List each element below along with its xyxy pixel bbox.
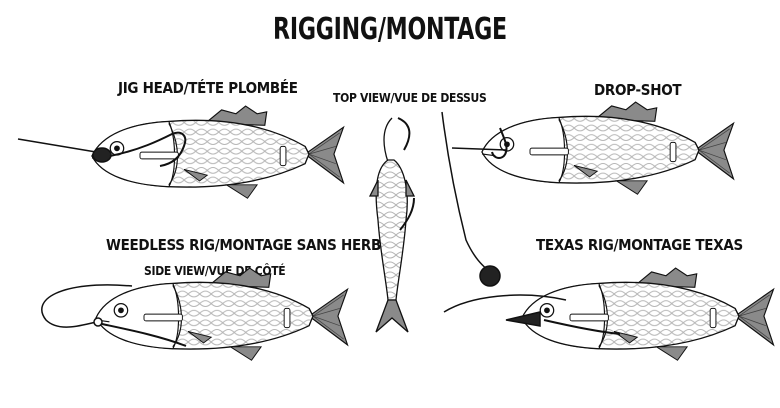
- diagram-title: RIGGING/MONTAGE: [273, 12, 507, 47]
- texas-rig-line: [443, 294, 621, 335]
- weedless-fish: [95, 267, 349, 361]
- texas-rig-label: TEXAS RIG/MONTAGE TEXAS: [536, 236, 743, 254]
- jig-head-label: JIG HEAD/TÉTE PLOMBÉE: [118, 79, 298, 97]
- weedless-line: [41, 284, 187, 347]
- texas-rig-fish: [521, 267, 775, 361]
- weedless-rig-label: WEEDLESS RIG/MONTAGE SANS HERBE: [106, 236, 390, 254]
- drop-shot-label: DROP-SHOT: [594, 81, 682, 99]
- top-view-label: TOP VIEW/VUE DE DESSUS: [333, 91, 487, 105]
- top-view-lure: [368, 117, 416, 333]
- jig-head-fish: [91, 105, 345, 199]
- drop-shot-line: [441, 111, 508, 287]
- jig-head-line: [17, 131, 187, 167]
- drop-shot-fish: [481, 101, 735, 195]
